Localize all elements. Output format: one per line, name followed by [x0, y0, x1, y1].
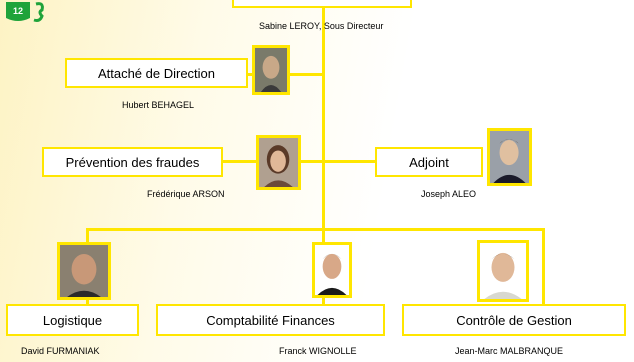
prevention-fraudes-box: Prévention des fraudes: [42, 147, 223, 177]
director-caption: Sabine LEROY, Sous Directeur: [259, 21, 384, 31]
attache-person: Hubert BEHAGEL: [122, 100, 195, 110]
compta-photo: [312, 242, 352, 298]
attache-direction-box: Attaché de Direction: [65, 58, 248, 88]
logistique-photo: [57, 242, 111, 300]
logistique-box: Logistique: [6, 304, 139, 336]
fraudes-photo: [256, 135, 301, 190]
adjoint-photo: [487, 128, 532, 186]
adjoint-person: Joseph ALEO: [421, 189, 477, 199]
attache-photo: [252, 45, 290, 95]
logo-number: 12: [13, 6, 23, 16]
controle-person: Jean-Marc MALBRANQUE: [455, 346, 564, 356]
director-box: [232, 0, 412, 8]
controle-gestion-box: Contrôle de Gestion: [402, 304, 626, 336]
connector: [542, 228, 545, 306]
connector: [322, 8, 325, 308]
logistique-person: David FURMANIAK: [21, 346, 100, 356]
connector: [86, 228, 544, 231]
adjoint-box: Adjoint: [375, 147, 483, 177]
compta-person: Franck WIGNOLLE: [279, 346, 357, 356]
controle-photo: [477, 240, 529, 302]
fraudes-person: Frédérique ARSON: [147, 189, 225, 199]
comptabilite-finances-box: Comptabilité Finances: [156, 304, 385, 336]
department-logo: 12: [0, 0, 50, 29]
